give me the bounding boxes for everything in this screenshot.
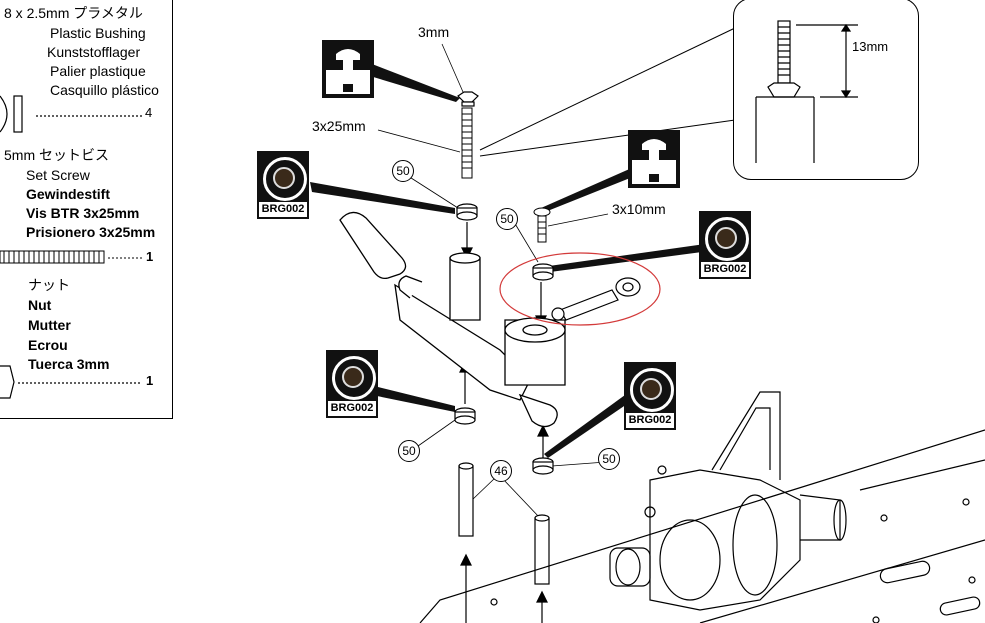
small-screw-size-label: 3x10mm [612,201,666,217]
bearing-badge-icon: BRG002 [257,151,309,219]
nut-part [457,91,479,107]
inset-drawing [755,20,858,163]
bushing-name-fr: Palier plastique [50,63,146,79]
setscrew-name-de: Gewindestift [26,186,111,202]
ball-link [551,277,641,321]
bushing-name-en: Plastic Bushing [50,25,146,41]
bushings [454,203,554,475]
bushing-name-es: Casquillo plástico [50,82,159,98]
bearing-code: BRG002 [701,262,749,277]
detail-inset: 13mm [733,0,919,180]
part-number-46: 46 [490,460,512,482]
setscrew-name-fr: Vis BTR 3x25mm [26,205,140,221]
bearing-badge-icon: BRG002 [624,362,676,430]
part-number-50: 50 [398,440,420,462]
bearing-code: BRG002 [626,413,674,428]
setscrew-qty: 1 [146,249,154,264]
callout-pointers [310,64,705,458]
bearing-code: BRG002 [328,401,376,416]
nut-title: ナット [28,277,70,293]
nut-size-label: 3mm [418,24,450,40]
chassis [419,391,985,623]
parts-list-panel: 8 x 2.5mm プラメタル Plastic Bushing Kunststo… [0,0,173,419]
part-number-50: 50 [392,160,414,182]
highlight-ellipse [499,252,661,326]
bearing-badge-icon: BRG002 [326,350,378,418]
steering-arm [339,211,566,428]
screw-icon [628,130,680,188]
bearing-badge-icon: BRG002 [699,211,751,279]
nut-name-es: Tuerca 3mm [28,356,110,372]
bearing-code: BRG002 [259,202,307,217]
inset-height-label: 13mm [852,39,889,54]
bushing-title: 8 x 2.5mm プラメタル [4,5,143,21]
nut-name-fr: Ecrou [28,337,68,353]
small-screw-part [533,207,551,243]
nut-name-en: Nut [28,297,52,313]
screw-icon [322,40,374,98]
bushing-drawing [0,95,144,133]
setscrew-title: 5mm セットビス [4,147,109,163]
part-number-50: 50 [496,208,518,230]
bushing-qty: 4 [145,105,153,120]
setscrew-name-en: Set Screw [26,167,90,183]
setscrew-part [461,107,473,179]
part-number-50: 50 [598,448,620,470]
setscrew-name-es: Prisionero 3x25mm [26,224,156,240]
nut-drawing [0,365,142,399]
setscrew-drawing [0,250,142,264]
nut-name-de: Mutter [28,317,71,333]
bushing-name-de: Kunststofflager [47,44,141,60]
inset-leaders [479,27,736,157]
nut-qty: 1 [146,373,154,388]
label-leaders [377,43,609,519]
setscrew-size-label: 3x25mm [312,118,366,134]
